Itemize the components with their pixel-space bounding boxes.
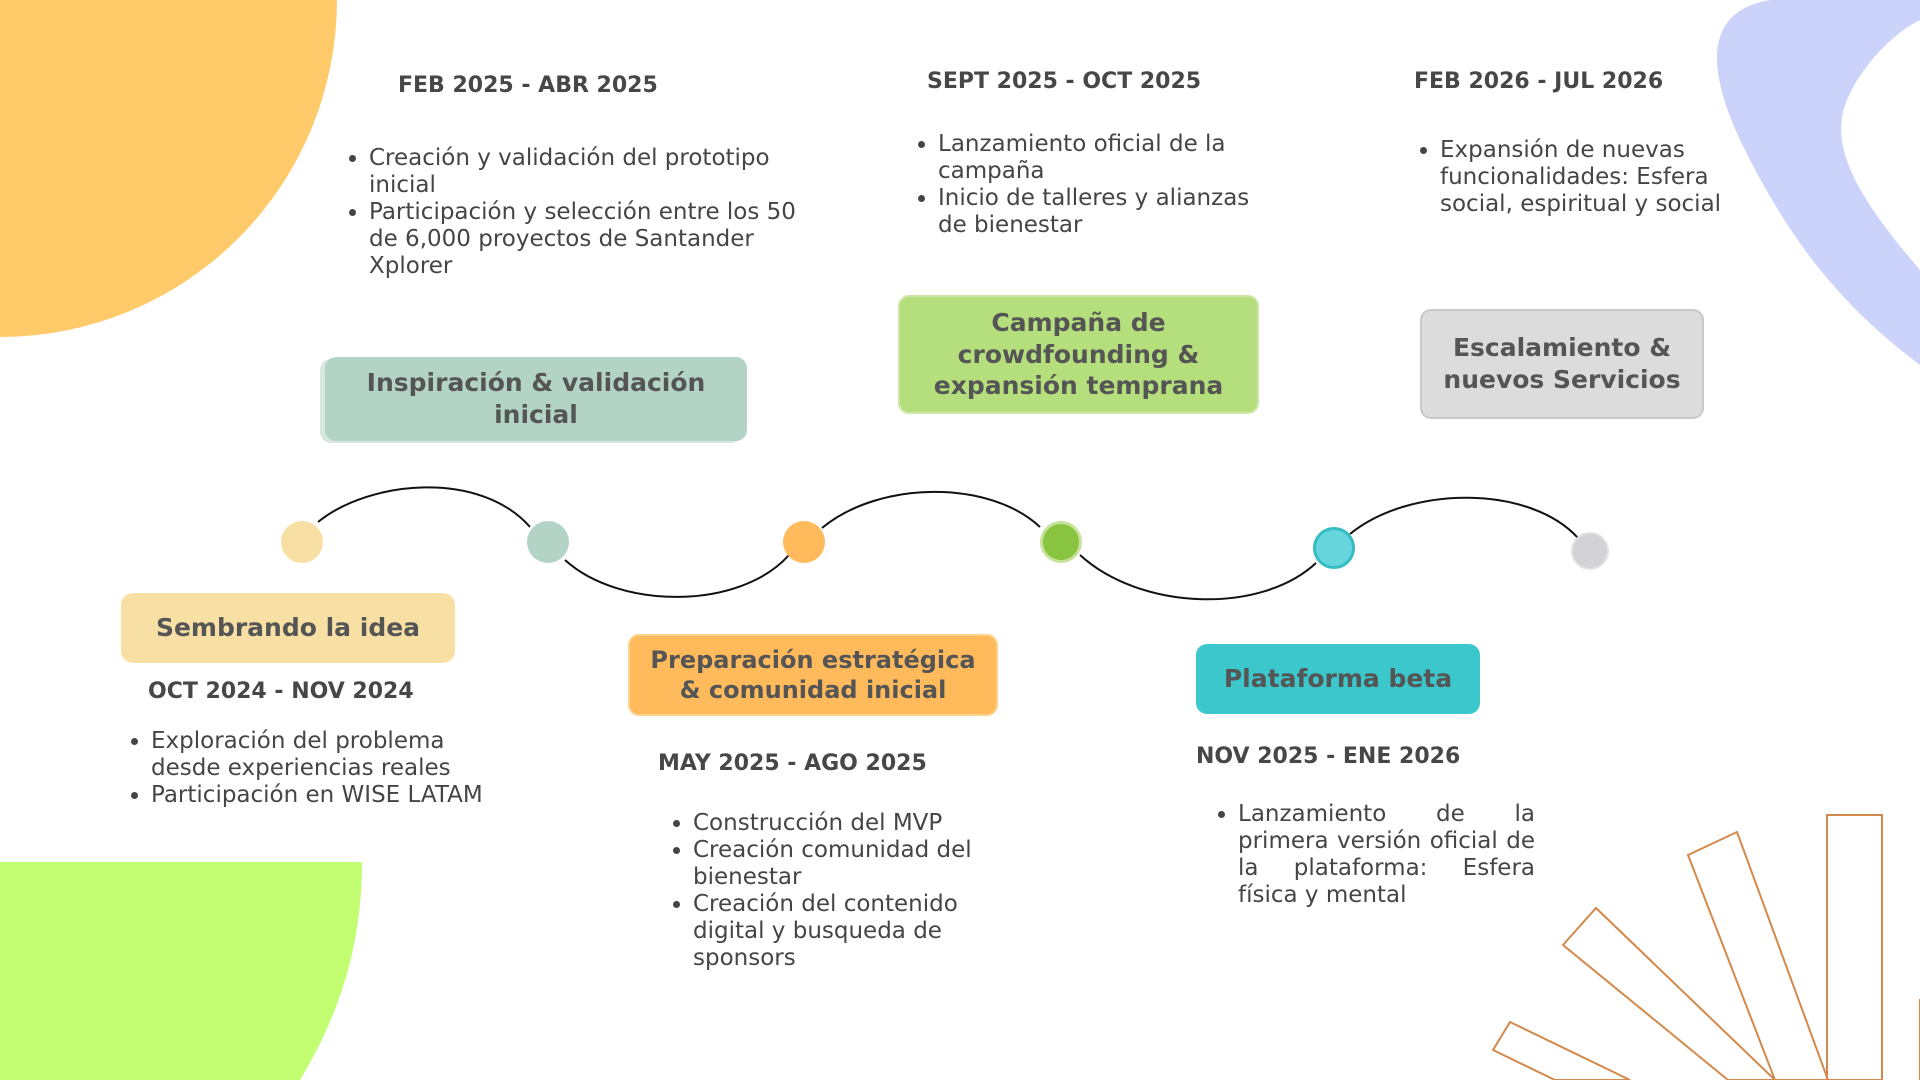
list-item: Construcción del MVP (693, 810, 1013, 837)
stage-bullets-beta: Lanzamiento de la primera versión oficia… (1210, 801, 1535, 909)
burst-lines-decoration (1491, 814, 1920, 1080)
list-item: Participación en WISE LATAM (151, 782, 491, 809)
lime-shape-decoration (0, 862, 362, 1080)
stage-bullets-inspiracion: Creación y validación del prototipo inic… (341, 145, 799, 280)
connector-segment (317, 486, 531, 528)
stage-date-escalamiento: FEB 2026 - JUL 2026 (1414, 69, 1664, 94)
timeline-node-3 (783, 521, 825, 563)
stage-date-preparacion: MAY 2025 - AGO 2025 (658, 751, 927, 776)
stage-card-escalamiento: Escalamiento & nuevos Servicios (1420, 309, 1704, 419)
orange-circle-decoration (0, 0, 337, 337)
stage-bullets-campana: Lanzamiento oficial de la campaña Inicio… (910, 131, 1268, 239)
timeline-node-6 (1571, 532, 1609, 570)
stage-bullets-sembrando: Exploración del problema desde experienc… (123, 728, 491, 809)
stage-date-sembrando: OCT 2024 - NOV 2024 (148, 679, 414, 704)
stage-bullets-preparacion: Construcción del MVP Creación comunidad … (665, 810, 1013, 972)
stage-card-sembrando: Sembrando la idea (121, 593, 455, 663)
list-item: Creación del contenido digital y busqued… (693, 891, 1013, 972)
timeline-node-4 (1040, 521, 1082, 563)
stage-date-beta: NOV 2025 - ENE 2026 (1196, 744, 1461, 769)
stage-bullets-escalamiento: Expansión de nuevas funcionalidades: Esf… (1412, 137, 1740, 218)
list-item: Creación y validación del prototipo inic… (369, 145, 799, 199)
stage-card-campana: Campaña de crowdfounding & expansión tem… (898, 295, 1259, 414)
list-item: Participación y selección entre los 50 d… (369, 199, 799, 280)
connector-segment (1349, 496, 1579, 539)
timeline-node-5 (1313, 527, 1355, 569)
timeline-node-1 (281, 521, 323, 563)
list-item: Expansión de nuevas funcionalidades: Esf… (1440, 137, 1740, 218)
list-item: Lanzamiento oficial de la campaña (938, 131, 1268, 185)
list-item: Lanzamiento de la primera versión oficia… (1238, 801, 1535, 909)
timeline-node-2 (527, 521, 569, 563)
connector-segment (564, 554, 790, 598)
connector-segment (1079, 554, 1317, 601)
list-item: Exploración del problema desde experienc… (151, 728, 491, 782)
stage-date-inspiracion: FEB 2025 - ABR 2025 (398, 73, 658, 98)
stage-card-preparacion: Preparación estratégica & comunidad inic… (628, 634, 998, 716)
connector-segment (821, 490, 1041, 529)
stage-card-inspiracion: Inspiración & validación inicial (325, 357, 747, 441)
list-item: Creación comunidad del bienestar (693, 837, 1013, 891)
stage-card-beta: Plataforma beta (1196, 644, 1480, 714)
list-item: Inicio de talleres y alianzas de bienest… (938, 185, 1268, 239)
periwinkle-band-decoration (1717, 0, 1920, 365)
stage-date-campana: SEPT 2025 - OCT 2025 (927, 69, 1202, 94)
